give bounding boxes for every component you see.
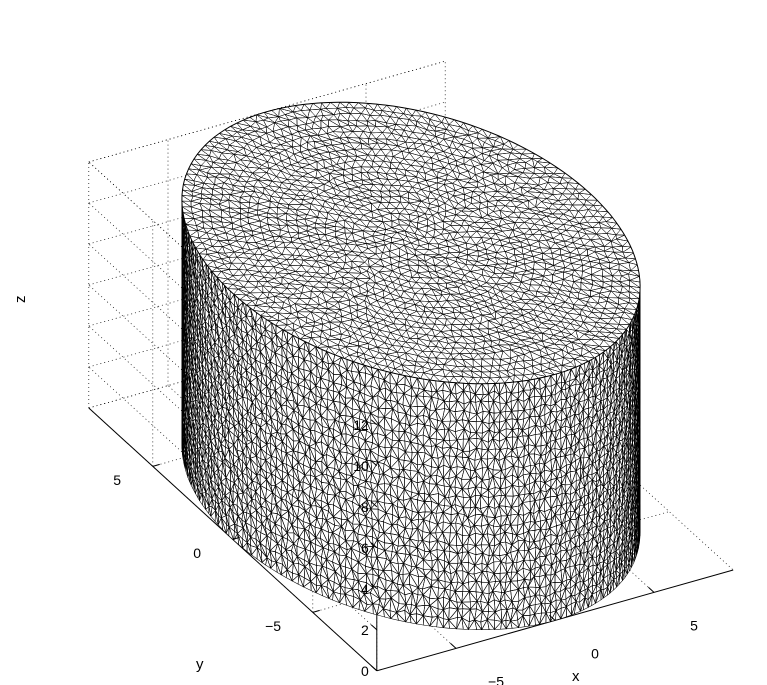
grid-line <box>88 60 446 163</box>
cylinder-side-surface <box>181 199 641 630</box>
side-face <box>181 199 641 630</box>
